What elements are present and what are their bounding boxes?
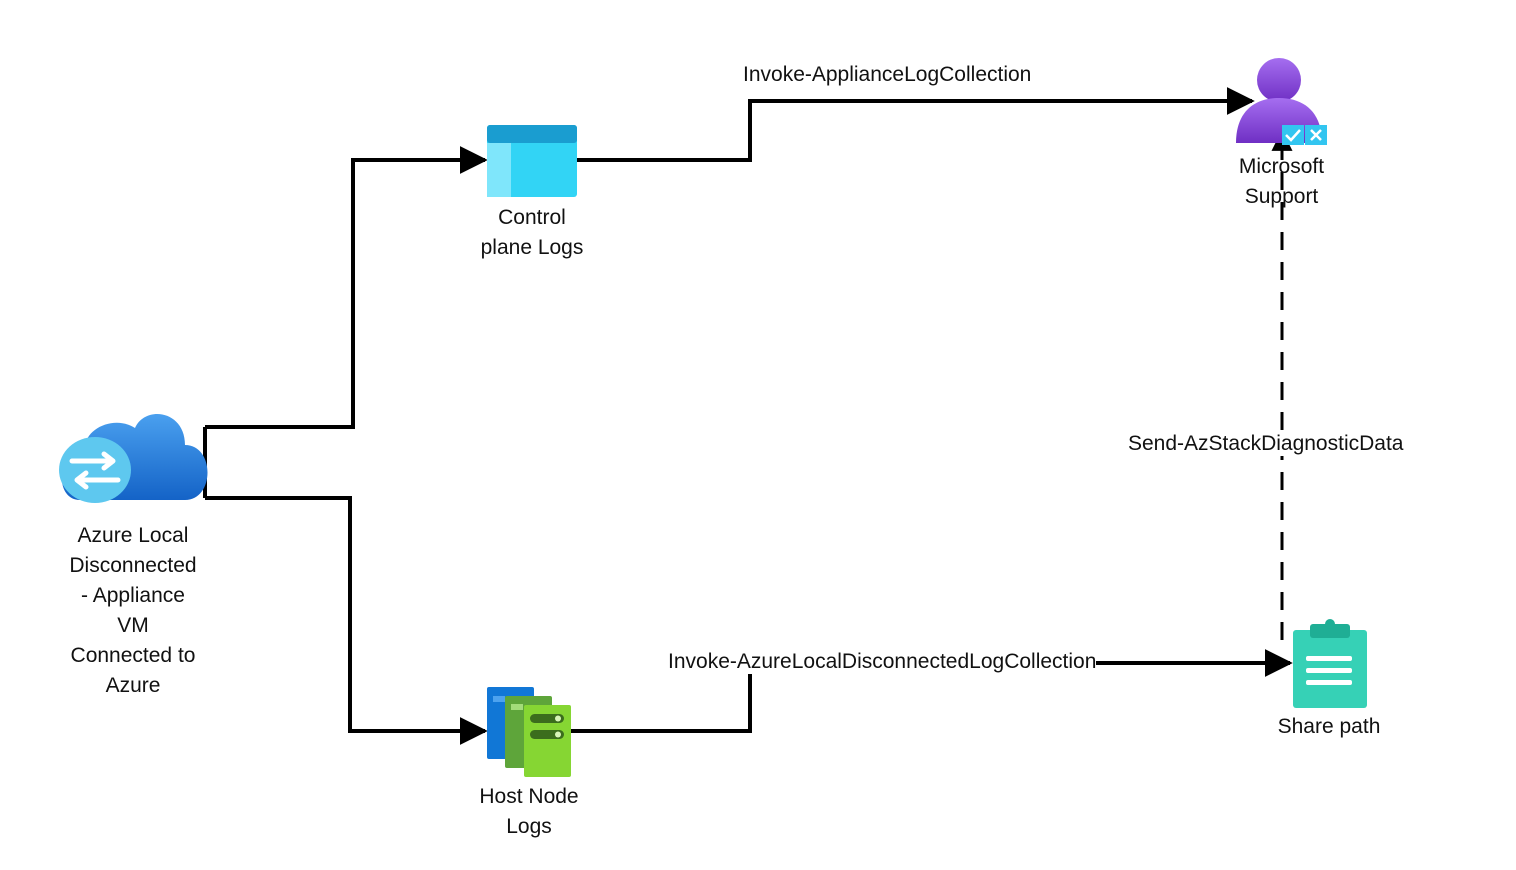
edge-control-plane-to-support [577, 87, 1255, 162]
host-node-label: Host Node Logs [479, 785, 579, 838]
support-user-icon [1236, 58, 1327, 145]
support-label: Microsoft Support [1238, 155, 1325, 208]
edge-label-disconnected-log: Invoke-AzureLocalDisconnectedLogCollecti… [668, 650, 1097, 674]
clipboard-icon [1293, 619, 1367, 708]
control-plane-label: Control plane Logs [480, 206, 584, 259]
edge-label-diagnostic: Send-AzStackDiagnosticData [1128, 432, 1404, 456]
edge-appliance-to-host-node [205, 496, 488, 745]
portal-window-icon [487, 125, 577, 197]
appliance-label: Azure Local Disconnected - Appliance VM … [69, 524, 197, 697]
edge-label-appliance-log: Invoke-ApplianceLogCollection [743, 63, 1032, 87]
edge-appliance-to-control-plane [205, 146, 488, 429]
cloud-sync-icon [59, 413, 208, 503]
share-label: Share path [1277, 715, 1381, 738]
servers-icon [487, 687, 571, 777]
